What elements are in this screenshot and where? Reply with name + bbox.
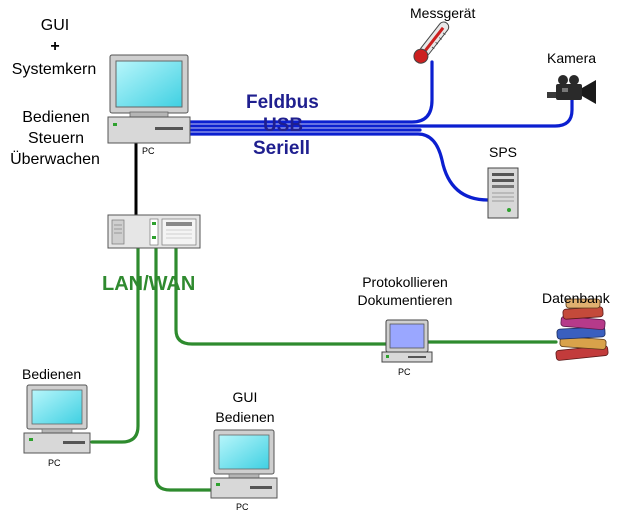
thermometer-icon[interactable] [411, 19, 452, 66]
label-datenbank: Datenbank [542, 290, 610, 306]
cable-lan-bottom [154, 246, 214, 492]
label-feldbus: Feldbus [246, 92, 319, 113]
label-pc-main: PC [142, 146, 155, 156]
label-ueberwachen: Überwachen [10, 151, 100, 168]
label-kamera: Kamera [547, 50, 597, 66]
label-pc-bottom: PC [236, 502, 249, 512]
label-plus: + [50, 38, 60, 55]
label-gui-bottom: GUI [232, 389, 258, 405]
cable-sps [186, 132, 490, 202]
database-books-icon[interactable] [555, 298, 609, 361]
lan-cables [90, 246, 558, 492]
cable-lan-right [174, 246, 388, 346]
pc-main-icon[interactable] [107, 54, 191, 144]
label-pc-left: PC [48, 458, 61, 468]
label-steuern: Steuern [27, 130, 85, 147]
pc-bottom-icon[interactable] [210, 429, 278, 499]
label-lan-wan: LAN/WAN [102, 273, 196, 295]
label-seriell: Seriell [253, 138, 311, 159]
bus-cables [186, 60, 574, 202]
label-gui: GUI [40, 17, 70, 34]
label-bedienen-bottom: Bedienen [215, 409, 275, 425]
label-messgeraet: Messgerät [410, 5, 476, 21]
label-pc-protokoll: PC [398, 367, 411, 377]
label-dokumentieren: Dokumentieren [357, 292, 453, 308]
cable-lan-left [90, 246, 140, 444]
cable-messgeraet [186, 60, 434, 124]
cable-kamera [186, 98, 574, 128]
label-usb: USB [263, 115, 304, 136]
camera-icon[interactable] [547, 75, 596, 104]
label-protokollieren: Protokollieren [362, 274, 448, 290]
label-bedienen-left: Bedienen [22, 366, 82, 382]
hub-rack-icon[interactable] [107, 214, 201, 249]
sps-tower-icon[interactable] [487, 167, 519, 219]
pc-protokoll-icon[interactable] [381, 319, 433, 363]
pc-left-icon[interactable] [23, 384, 91, 454]
label-sps: SPS [489, 144, 518, 160]
label-systemkern: Systemkern [11, 61, 97, 78]
label-bedienen-main: Bedienen [22, 109, 90, 126]
